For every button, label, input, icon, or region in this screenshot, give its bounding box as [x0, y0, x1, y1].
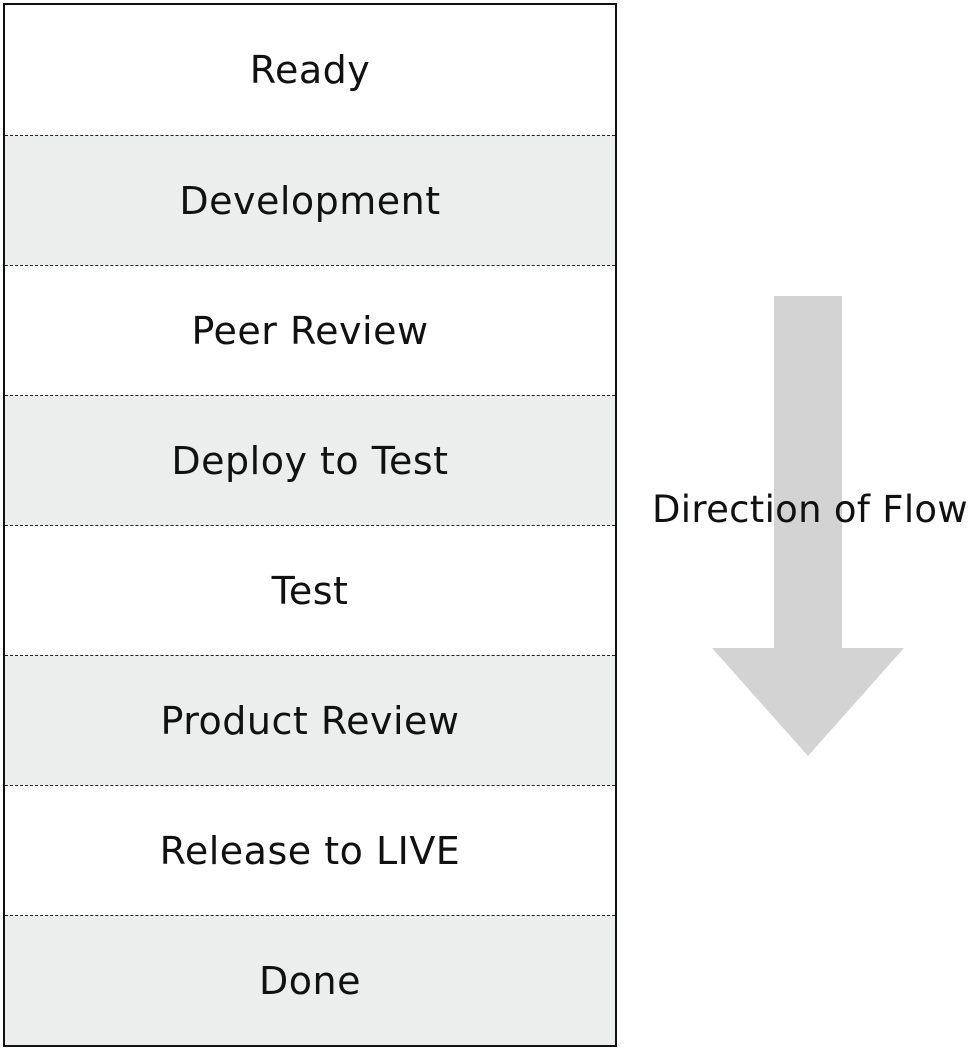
stage-label: Release to LIVE: [159, 828, 461, 873]
stage-label: Development: [179, 178, 441, 223]
stage-row-test: Test: [5, 525, 615, 655]
stage-row-deploy-to-test: Deploy to Test: [5, 395, 615, 525]
stage-label: Ready: [249, 48, 371, 92]
stage-label: Deploy to Test: [171, 438, 449, 483]
stage-row-development: Development: [5, 135, 615, 265]
workflow-stage-list: Ready Development Peer Review Deploy to …: [5, 5, 615, 1045]
workflow-stage-column: Ready Development Peer Review Deploy to …: [3, 3, 617, 1047]
stage-row-done: Done: [5, 915, 615, 1045]
stage-label: Peer Review: [191, 308, 429, 353]
stage-label: Test: [271, 568, 349, 613]
stage-row-release-to-live: Release to LIVE: [5, 785, 615, 915]
stage-label: Product Review: [160, 698, 460, 743]
flow-direction-label: Direction of Flow: [652, 488, 968, 531]
flow-arrow-shape: [712, 296, 904, 756]
stage-row-peer-review: Peer Review: [5, 265, 615, 395]
stage-label: Done: [259, 958, 361, 1003]
stage-row-ready: Ready: [5, 5, 615, 135]
arrow-down-icon: [712, 296, 904, 756]
stage-row-product-review: Product Review: [5, 655, 615, 785]
